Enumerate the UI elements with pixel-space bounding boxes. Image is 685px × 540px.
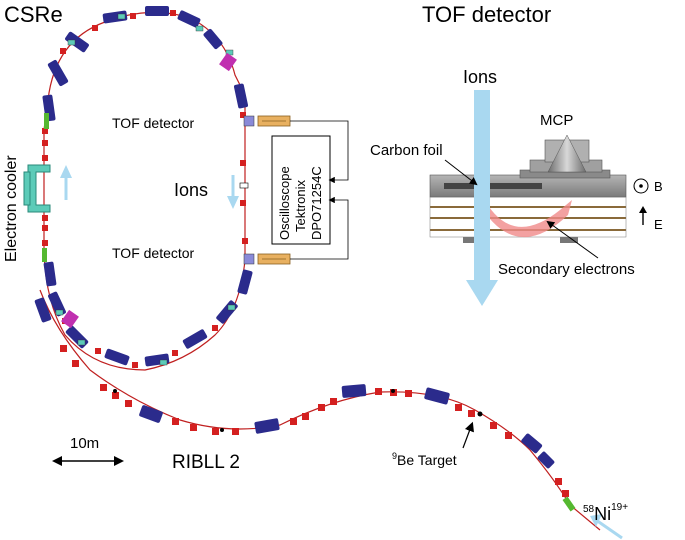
beam-charge: 19+ bbox=[611, 502, 628, 513]
electron-cooler-label: Electron cooler bbox=[3, 155, 20, 262]
target-name: Be Target bbox=[397, 452, 457, 468]
secondary-electrons-label: Secondary electrons bbox=[498, 261, 635, 278]
tof-detector-upper-label: TOF detector bbox=[112, 115, 195, 131]
magenta-element-top bbox=[219, 52, 237, 72]
incoming-beam-arrow bbox=[590, 514, 623, 540]
oscilloscope-label-3: DPO71254C bbox=[309, 166, 324, 240]
scale-label: 10m bbox=[70, 435, 99, 452]
scale-bar bbox=[52, 456, 124, 466]
carbon-foil-label: Carbon foil bbox=[370, 142, 443, 159]
green-element-left2 bbox=[42, 248, 47, 262]
ions-ring-label: Ions bbox=[174, 180, 208, 200]
mcp-label: MCP bbox=[540, 112, 573, 129]
mcp-cone bbox=[547, 134, 587, 173]
e-field-label: E bbox=[654, 217, 663, 232]
ribll2-dipoles bbox=[34, 297, 555, 469]
beam-label: 58Ni19+ bbox=[583, 502, 628, 524]
ribll2-beamline bbox=[34, 289, 601, 531]
green-element-left bbox=[44, 113, 49, 129]
target-pointer-arrow bbox=[462, 421, 474, 449]
beam-mass-number: 58 bbox=[583, 504, 595, 515]
beam-element: Ni bbox=[594, 504, 611, 524]
tof-detector-lower-label: TOF detector bbox=[112, 245, 195, 261]
green-element-beamline bbox=[562, 496, 576, 512]
ribll2-label: RIBLL 2 bbox=[172, 452, 240, 473]
ring-dipoles bbox=[42, 6, 253, 367]
ring-correctors bbox=[55, 13, 236, 366]
ion-beam-head bbox=[466, 280, 498, 306]
csre-title: CSRe bbox=[4, 2, 63, 27]
oscilloscope-label-2: Tektronix bbox=[293, 179, 308, 232]
ion-direction-arrow-ring-right bbox=[227, 175, 239, 209]
csre-ring bbox=[23, 6, 253, 371]
target-label: 9Be Target bbox=[392, 451, 457, 468]
target-mass-number: 9 bbox=[392, 451, 397, 461]
electron-cooler-device bbox=[23, 164, 51, 213]
e-field-arrow bbox=[639, 206, 647, 225]
tof-detector-lower-device bbox=[243, 253, 291, 265]
tof-detector-title: TOF detector bbox=[422, 2, 551, 27]
tof-detector-upper-device bbox=[243, 115, 291, 127]
tof-schematic bbox=[429, 90, 649, 306]
oscilloscope-label-1: Oscilloscope bbox=[277, 166, 292, 240]
ion-beam-column bbox=[474, 90, 490, 282]
magenta-element-bottom bbox=[61, 309, 79, 329]
ion-direction-arrow-ring-left bbox=[60, 165, 72, 200]
oscilloscope-box bbox=[271, 120, 349, 260]
ions-detector-label: Ions bbox=[463, 67, 497, 87]
b-field-label: B bbox=[654, 179, 663, 194]
